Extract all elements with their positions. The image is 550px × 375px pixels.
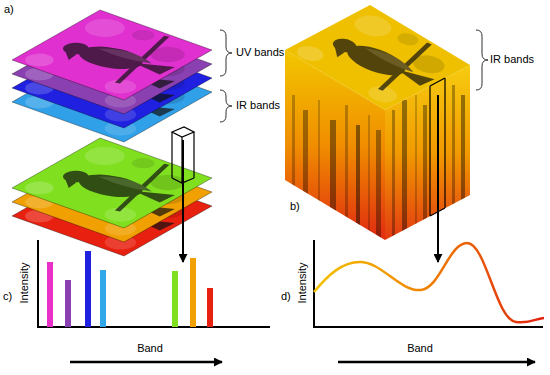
rect-shape (368, 115, 370, 245)
rect-shape (285, 5, 470, 110)
band-arrow (338, 361, 535, 364)
chart-axes (314, 240, 543, 327)
use-shape (45, 146, 205, 218)
rect-shape (402, 100, 407, 250)
ir-bracket (220, 90, 232, 122)
band-arrow (70, 361, 222, 364)
rect-shape (452, 85, 455, 235)
use-shape (19, 14, 204, 97)
magenta-band-layer (12, 10, 212, 100)
rect-shape (415, 95, 417, 245)
spectrum-curve (314, 243, 544, 322)
uv-bracket (220, 30, 232, 76)
rect-shape (303, 110, 308, 250)
rect-shape (292, 95, 295, 245)
panel-letter: b) (290, 200, 300, 213)
rect-shape (461, 95, 465, 235)
rect-shape (376, 130, 381, 250)
chart-axes (38, 240, 270, 327)
spectrum-arrow (437, 95, 439, 262)
spectrum-arrow (182, 140, 184, 262)
axis-title: Intensity (296, 263, 309, 304)
rect-shape (318, 100, 320, 250)
panel-letter: d) (281, 290, 291, 303)
rect-shape (330, 120, 336, 250)
use-shape (45, 18, 205, 90)
bracket-label: IR bands (490, 53, 534, 66)
bar-spectrum-chart (38, 240, 270, 362)
spectrum-bar (172, 271, 178, 327)
spectrum-bar (65, 280, 71, 327)
use-shape (292, 10, 463, 107)
panel-letter: c) (3, 290, 12, 303)
rect-shape (392, 110, 395, 250)
rect-shape (356, 125, 360, 245)
bracket-label: UV bands (236, 46, 284, 59)
ir-bracket (476, 30, 488, 90)
band-stack (12, 10, 232, 262)
axis-title: Band (407, 342, 433, 355)
curve-spectrum-chart (314, 240, 544, 362)
use-shape (19, 142, 204, 225)
axis-title: Band (137, 342, 163, 355)
axis-title: Intensity (18, 263, 31, 304)
spectrum-bar (47, 262, 53, 327)
hyperspectral-cube (285, 5, 488, 262)
panel-letter: a) (4, 3, 14, 16)
rect-shape (423, 105, 427, 245)
cube-top-image (285, 5, 470, 110)
rect-shape (345, 105, 348, 245)
spectrum-bar (190, 258, 196, 327)
bracket-label: IR bands (236, 99, 280, 112)
spectrum-bar (85, 251, 91, 327)
rect-shape (12, 10, 212, 100)
use-shape (315, 15, 463, 99)
spectrum-bar (207, 288, 213, 327)
cube-streaks (292, 85, 465, 250)
spectrum-bar (100, 270, 106, 327)
